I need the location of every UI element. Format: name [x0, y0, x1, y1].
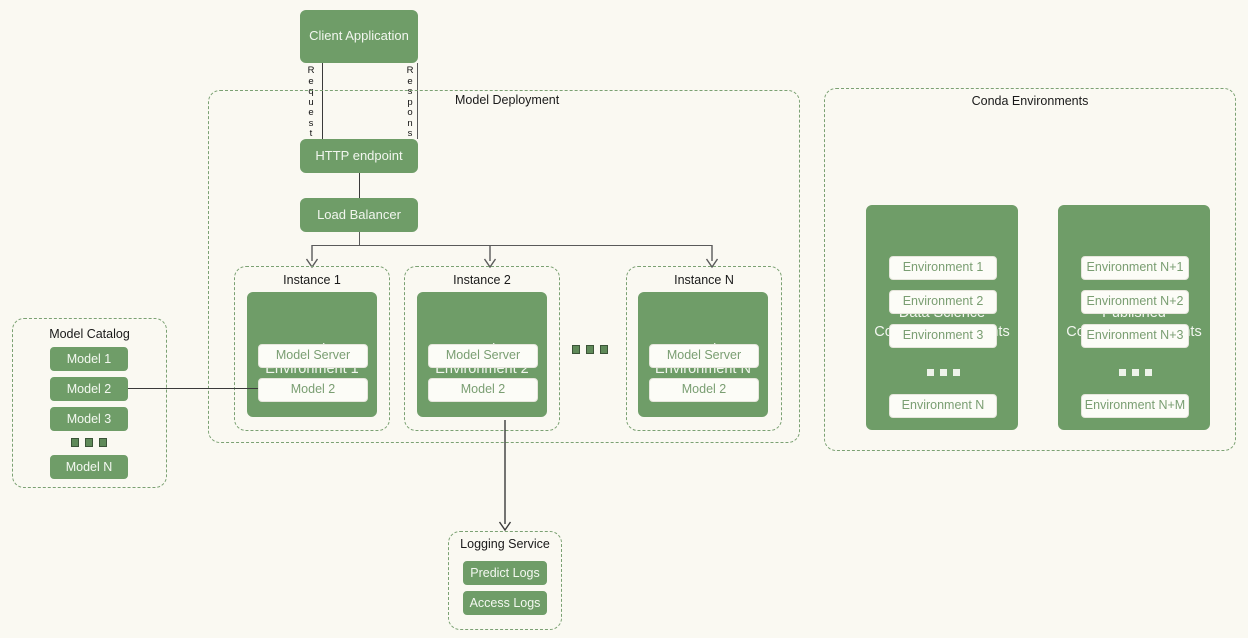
arrow-to-instance-2	[483, 245, 497, 269]
published-conda-panel[interactable]: Published Conda Environments Environment…	[1058, 205, 1210, 430]
instance-n-title: Instance N	[674, 273, 734, 287]
http-endpoint-label: HTTP endpoint	[315, 147, 403, 163]
instance-2-model-server-chip[interactable]: Model Server	[428, 344, 538, 368]
model-catalog-ellipsis	[71, 436, 107, 448]
load-balancer-node[interactable]: Load Balancer	[300, 198, 418, 232]
balancer-bus-line	[312, 245, 712, 247]
logging-service-title: Logging Service	[460, 537, 550, 551]
conda-environments-title: Conda Environments	[971, 94, 1089, 108]
instance-1-model-chip[interactable]: Model 2	[258, 378, 368, 402]
arrow-to-instance-1	[305, 245, 319, 269]
model-deployment-container	[208, 90, 800, 443]
pub-environment-m-chip[interactable]: Environment N+M	[1081, 394, 1189, 418]
ds-environment-2-chip[interactable]: Environment 2	[889, 290, 997, 314]
model-deployment-title: Model Deployment	[455, 93, 560, 107]
pub-environment-2-chip[interactable]: Environment N+2	[1081, 290, 1189, 314]
instance-n-model-chip[interactable]: Model 2	[649, 378, 759, 402]
instance-2-title: Instance 2	[453, 273, 511, 287]
catalog-to-instance-line	[128, 388, 258, 390]
instance-2-model-chip[interactable]: Model 2	[428, 378, 538, 402]
instance-1-conda-environment[interactable]: Conda Environment 1 Model Server Model 2	[247, 292, 377, 417]
instance-1-model-server-chip[interactable]: Model Server	[258, 344, 368, 368]
pub-environment-1-chip[interactable]: Environment N+1	[1081, 256, 1189, 280]
balancer-stub-line	[359, 232, 361, 246]
access-logs-item[interactable]: Access Logs	[463, 591, 547, 615]
pub-environment-3-chip[interactable]: Environment N+3	[1081, 324, 1189, 348]
model-catalog-item-1[interactable]: Model 1	[50, 347, 128, 371]
model-catalog-container	[12, 318, 167, 488]
ds-environment-3-chip[interactable]: Environment 3	[889, 324, 997, 348]
data-science-conda-panel[interactable]: Data Science Conda Environments Environm…	[866, 205, 1018, 430]
instance-n-model-server-chip[interactable]: Model Server	[649, 344, 759, 368]
instance-1-title: Instance 1	[283, 273, 341, 287]
instance-1-container	[234, 266, 390, 431]
model-catalog-item-n[interactable]: Model N	[50, 455, 128, 479]
logging-service-container	[448, 531, 562, 630]
response-line	[417, 63, 419, 139]
predict-logs-item[interactable]: Predict Logs	[463, 561, 547, 585]
instance-2-container	[404, 266, 560, 431]
instance-n-conda-environment[interactable]: Conda Environment N Model Server Model 2	[638, 292, 768, 417]
endpoint-to-balancer-line	[359, 173, 361, 199]
model-catalog-title: Model Catalog	[49, 327, 130, 341]
load-balancer-label: Load Balancer	[317, 206, 401, 222]
ds-environment-1-chip[interactable]: Environment 1	[889, 256, 997, 280]
ds-environment-n-chip[interactable]: Environment N	[889, 394, 997, 418]
model-catalog-item-3[interactable]: Model 3	[50, 407, 128, 431]
instance-n-container	[626, 266, 782, 431]
client-application-label: Client Application	[309, 28, 409, 44]
ds-environments-ellipsis	[925, 367, 961, 377]
arrow-to-logging-service	[498, 420, 512, 532]
instances-ellipsis	[572, 343, 608, 355]
http-endpoint-node[interactable]: HTTP endpoint	[300, 139, 418, 173]
client-application-node[interactable]: Client Application	[300, 10, 418, 63]
conda-environments-container	[824, 88, 1236, 451]
model-catalog-item-2[interactable]: Model 2	[50, 377, 128, 401]
arrow-to-instance-n	[705, 245, 719, 269]
pub-environments-ellipsis	[1117, 367, 1153, 377]
request-line	[322, 63, 324, 139]
instance-2-conda-environment[interactable]: Conda Environment 2 Model Server Model 2	[417, 292, 547, 417]
